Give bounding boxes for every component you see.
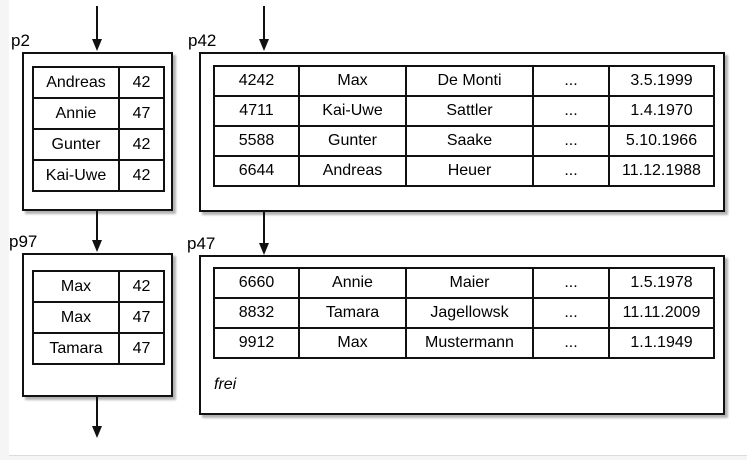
cell: Sattler bbox=[405, 95, 534, 127]
cell: Annie bbox=[32, 97, 120, 130]
cell: 1.5.1978 bbox=[608, 267, 715, 299]
table-row: Annie 47 bbox=[32, 97, 165, 130]
cell: 5588 bbox=[213, 125, 300, 157]
p47-table: 6660 Annie Maier ... 1.5.1978 8832 Tamar… bbox=[213, 267, 715, 359]
cell: ... bbox=[532, 95, 610, 127]
cell: 47 bbox=[118, 332, 165, 365]
cell: 42 bbox=[118, 270, 165, 303]
arrow-top-into-p42 bbox=[259, 6, 269, 51]
cell: Mustermann bbox=[405, 327, 534, 359]
arrowhead-down-icon bbox=[92, 240, 102, 252]
cell: Maier bbox=[405, 267, 534, 299]
arrow-top-into-p2 bbox=[92, 6, 102, 51]
cell: ... bbox=[532, 155, 610, 187]
cell: 8832 bbox=[213, 297, 300, 329]
cell: De Monti bbox=[405, 65, 534, 97]
cell: 11.12.1988 bbox=[608, 155, 715, 187]
arrow-p2-to-p97 bbox=[92, 211, 102, 252]
cell: 6660 bbox=[213, 267, 300, 299]
arrowhead-down-icon bbox=[259, 243, 269, 255]
cell: ... bbox=[532, 65, 610, 97]
cell: Max bbox=[32, 301, 120, 334]
arrowhead-down-icon bbox=[92, 426, 102, 438]
cell: Jagellowsk bbox=[405, 297, 534, 329]
page-label-p47: p47 bbox=[187, 234, 216, 253]
cell: Gunter bbox=[32, 128, 120, 161]
cell: Heuer bbox=[405, 155, 534, 187]
table-row: Max 42 bbox=[32, 270, 165, 303]
p97-table: Max 42 Max 47 Tamara 47 bbox=[32, 270, 165, 365]
cell: Tamara bbox=[32, 332, 120, 365]
cell: 11.11.2009 bbox=[608, 297, 715, 329]
arrow-p42-to-p47 bbox=[259, 212, 269, 255]
table-row: Max 47 bbox=[32, 301, 165, 334]
arrow-p97-down bbox=[92, 397, 102, 438]
table-row: 4242 Max De Monti ... 3.5.1999 bbox=[213, 65, 715, 97]
cell: 42 bbox=[118, 128, 165, 161]
cell: Saake bbox=[405, 125, 534, 157]
cell: ... bbox=[532, 125, 610, 157]
cell: 47 bbox=[118, 301, 165, 334]
cell: Max bbox=[298, 327, 407, 359]
cell: 42 bbox=[118, 159, 165, 192]
cell: Tamara bbox=[298, 297, 407, 329]
page-label-p42: p42 bbox=[188, 31, 217, 50]
cell: 47 bbox=[118, 97, 165, 130]
cell: Max bbox=[298, 65, 407, 97]
p2-table: Andreas 42 Annie 47 Gunter 42 Kai-Uwe 42 bbox=[32, 66, 165, 192]
page-label-p97: p97 bbox=[9, 232, 38, 251]
cell: Gunter bbox=[298, 125, 407, 157]
table-row: Andreas 42 bbox=[32, 66, 165, 99]
cell: ... bbox=[532, 267, 610, 299]
free-space-label: frei bbox=[214, 376, 237, 393]
cell: ... bbox=[532, 327, 610, 359]
cell: Annie bbox=[298, 267, 407, 299]
arrowhead-down-icon bbox=[92, 39, 102, 51]
cell: Andreas bbox=[298, 155, 407, 187]
table-row: Kai-Uwe 42 bbox=[32, 159, 165, 192]
page-label-p2: p2 bbox=[11, 31, 30, 50]
p42-table: 4242 Max De Monti ... 3.5.1999 4711 Kai-… bbox=[213, 65, 715, 187]
table-row: 4711 Kai-Uwe Sattler ... 1.4.1970 bbox=[213, 95, 715, 127]
cell: Andreas bbox=[32, 66, 120, 99]
table-row: Gunter 42 bbox=[32, 128, 165, 161]
cell: ... bbox=[532, 297, 610, 329]
cell: Max bbox=[32, 270, 120, 303]
cell: 9912 bbox=[213, 327, 300, 359]
table-row: 6660 Annie Maier ... 1.5.1978 bbox=[213, 267, 715, 299]
cell: 5.10.1966 bbox=[608, 125, 715, 157]
arrowhead-down-icon bbox=[259, 39, 269, 51]
table-row: 5588 Gunter Saake ... 5.10.1966 bbox=[213, 125, 715, 157]
cell: 4711 bbox=[213, 95, 300, 127]
table-row: 8832 Tamara Jagellowsk ... 11.11.2009 bbox=[213, 297, 715, 329]
cell: 6644 bbox=[213, 155, 300, 187]
cell: 1.1.1949 bbox=[608, 327, 715, 359]
cell: Kai-Uwe bbox=[32, 159, 120, 192]
table-row: 9912 Max Mustermann ... 1.1.1949 bbox=[213, 327, 715, 359]
cell: 4242 bbox=[213, 65, 300, 97]
table-row: Tamara 47 bbox=[32, 332, 165, 365]
table-row: 6644 Andreas Heuer ... 11.12.1988 bbox=[213, 155, 715, 187]
cell: 1.4.1970 bbox=[608, 95, 715, 127]
cell: Kai-Uwe bbox=[298, 95, 407, 127]
cell: 42 bbox=[118, 66, 165, 99]
cell: 3.5.1999 bbox=[608, 65, 715, 97]
